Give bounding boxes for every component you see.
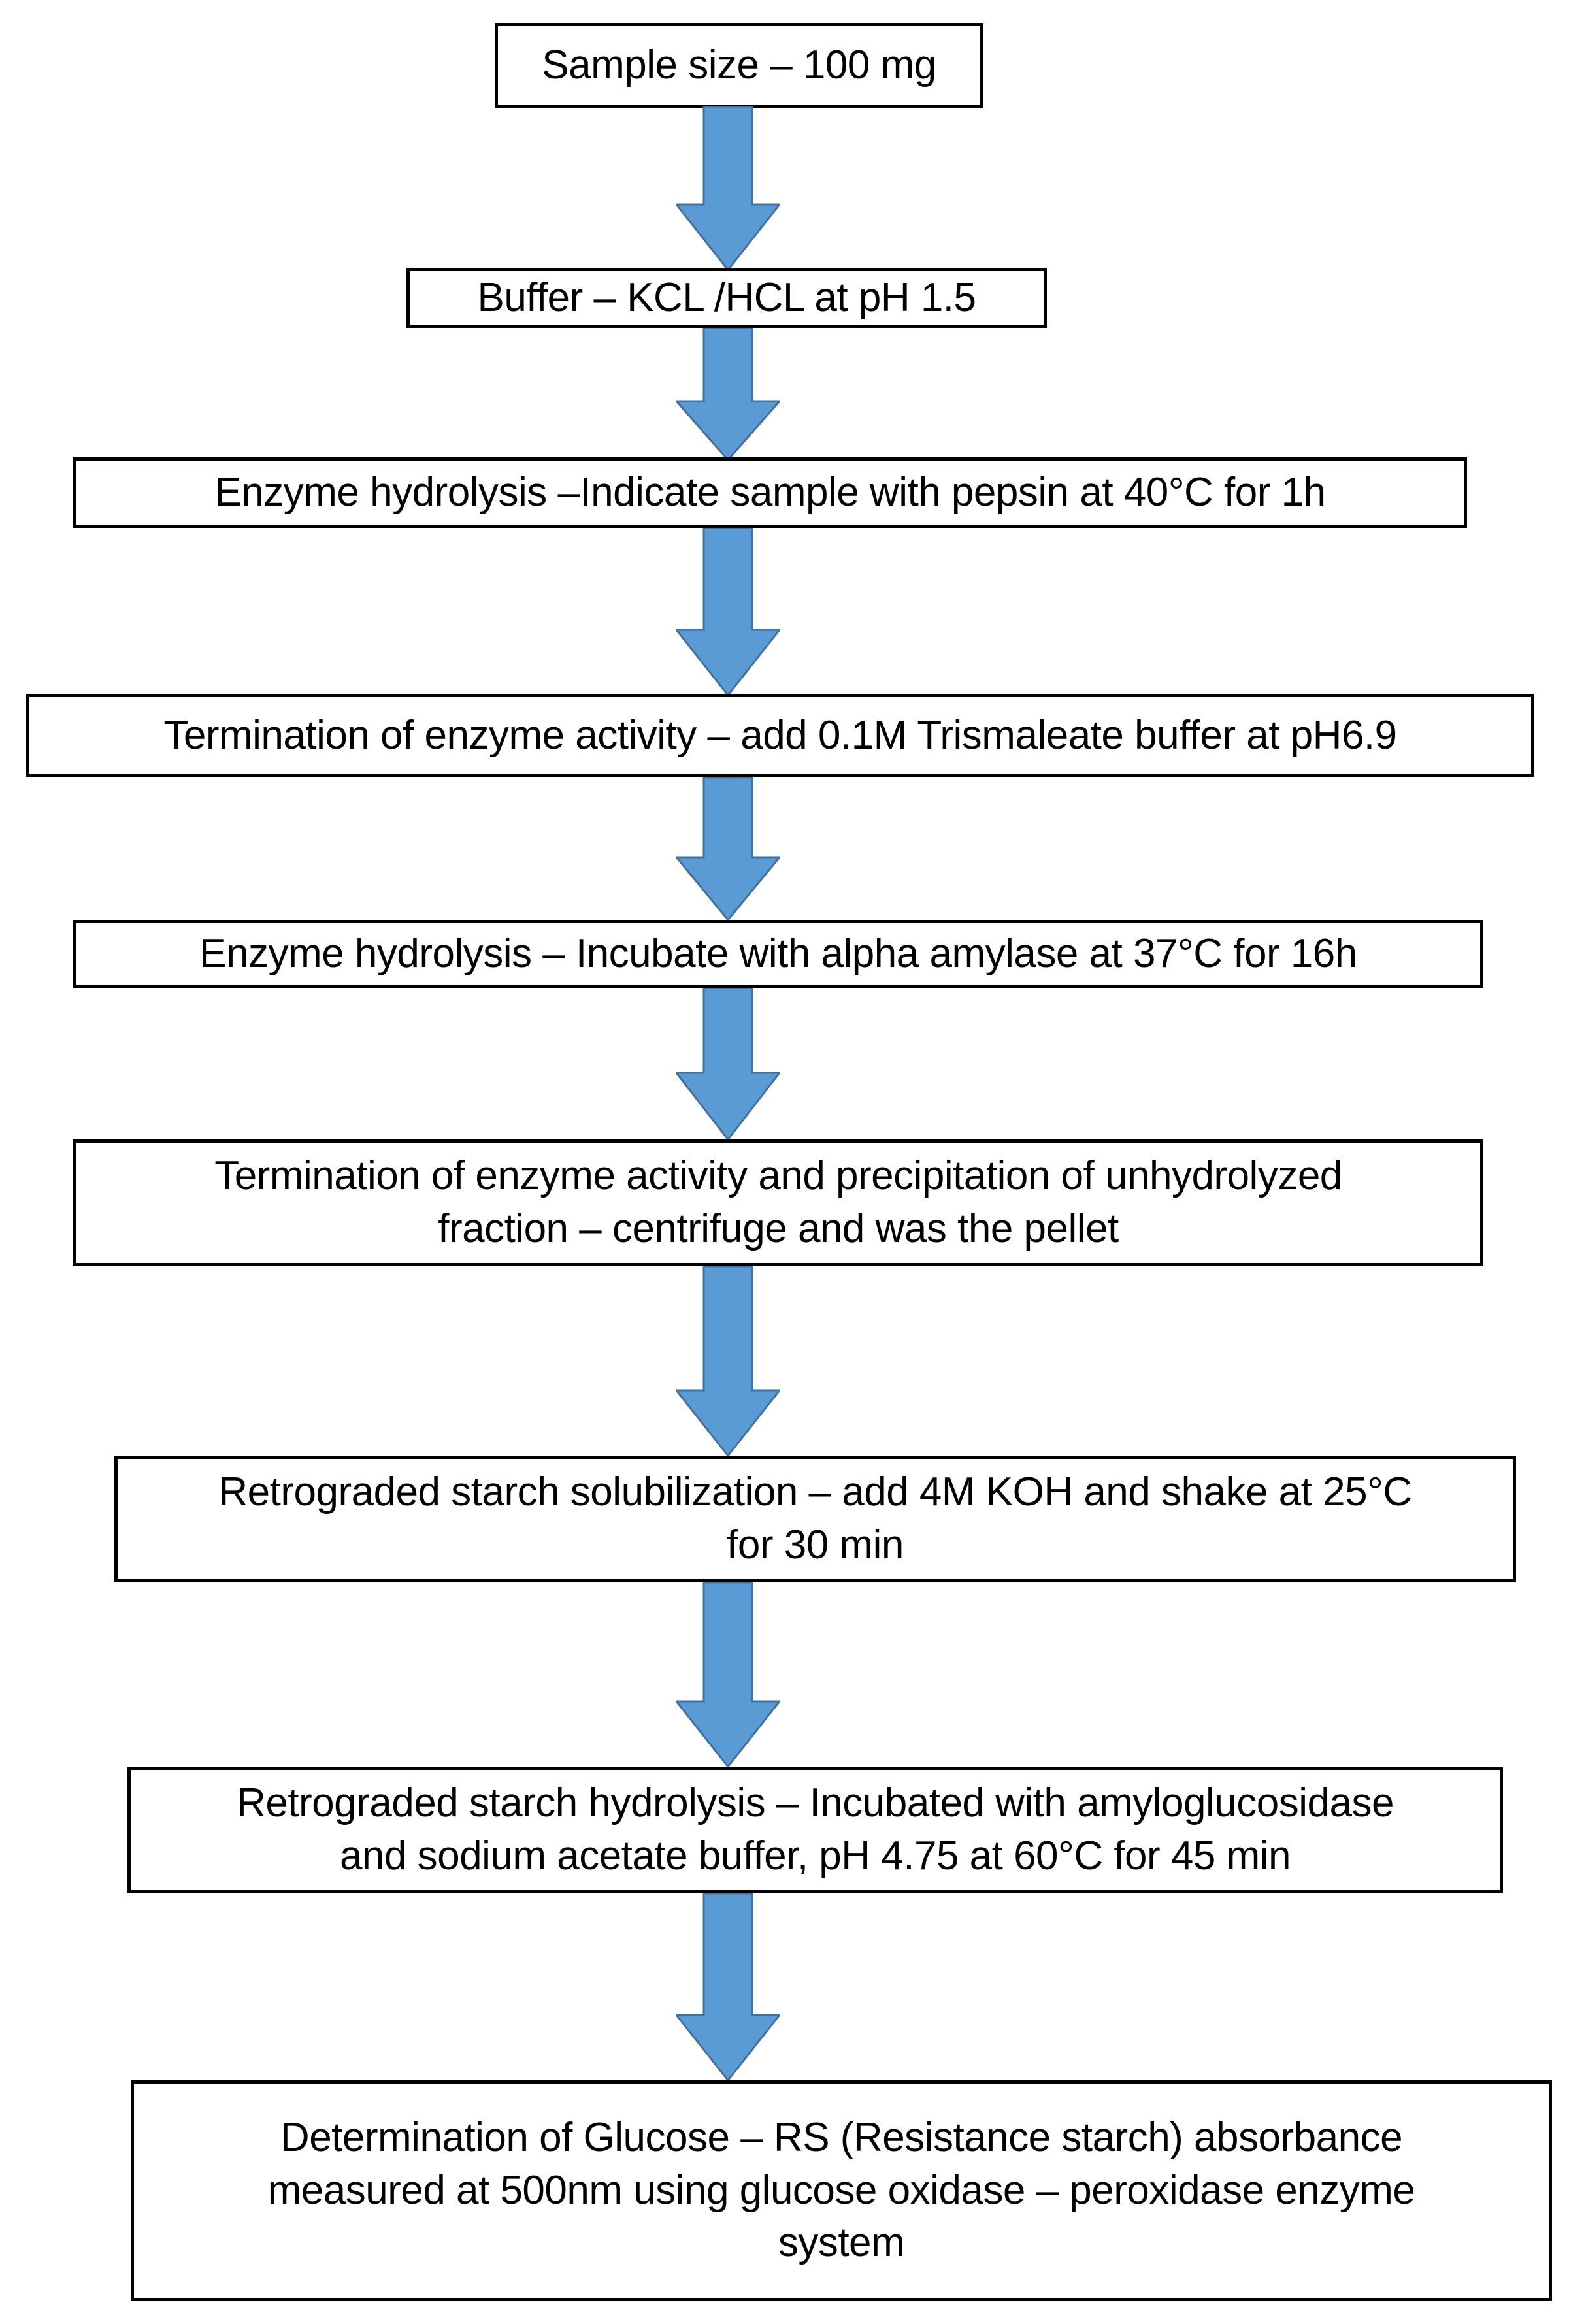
node-label: Enzyme hydrolysis –Indicate sample with … xyxy=(214,469,1326,515)
down-arrow-icon-8 xyxy=(676,1893,780,2080)
node-label: Sample size – 100 mg xyxy=(542,42,936,88)
down-arrow-icon-1 xyxy=(676,106,780,270)
flowchart-node-retrograded-starch-hydrolysis[interactable]: Retrograded starch hydrolysis – Incubate… xyxy=(127,1767,1503,1893)
down-arrow-icon-7 xyxy=(676,1582,780,1767)
flowchart-node-sample-size[interactable]: Sample size – 100 mg xyxy=(495,23,983,108)
node-label: Termination of enzyme activity and preci… xyxy=(214,1153,1342,1251)
node-label: Retrograded starch solubilization – add … xyxy=(218,1469,1412,1567)
down-arrow-icon-5 xyxy=(676,988,780,1139)
down-arrow-icon-2 xyxy=(676,328,780,460)
node-label: Determination of Glucose – RS (Resistanc… xyxy=(267,2115,1415,2266)
flowchart-node-buffer[interactable]: Buffer – KCL /HCL at pH 1.5 xyxy=(406,268,1047,328)
node-label: Buffer – KCL /HCL at pH 1.5 xyxy=(477,274,976,320)
flowchart-node-termination-trismaleate[interactable]: Termination of enzyme activity – add 0.1… xyxy=(26,694,1534,777)
flowchart-node-enzyme-hydrolysis-pepsin[interactable]: Enzyme hydrolysis –Indicate sample with … xyxy=(73,457,1467,528)
down-arrow-icon-3 xyxy=(676,528,780,695)
flowchart-node-retrograded-starch-solubilization[interactable]: Retrograded starch solubilization – add … xyxy=(114,1456,1516,1582)
node-label: Enzyme hydrolysis – Incubate with alpha … xyxy=(199,930,1357,976)
down-arrow-icon-4 xyxy=(676,777,780,920)
down-arrow-icon-6 xyxy=(676,1266,780,1456)
flowchart-node-termination-and-precipitation[interactable]: Termination of enzyme activity and preci… xyxy=(73,1139,1483,1266)
node-label: Termination of enzyme activity – add 0.1… xyxy=(163,712,1397,758)
flowchart-node-enzyme-hydrolysis-alpha-amylase[interactable]: Enzyme hydrolysis – Incubate with alpha … xyxy=(73,920,1483,988)
node-label: Retrograded starch hydrolysis – Incubate… xyxy=(237,1780,1394,1878)
flowchart-node-determination-of-glucose[interactable]: Determination of Glucose – RS (Resistanc… xyxy=(131,2080,1552,2301)
